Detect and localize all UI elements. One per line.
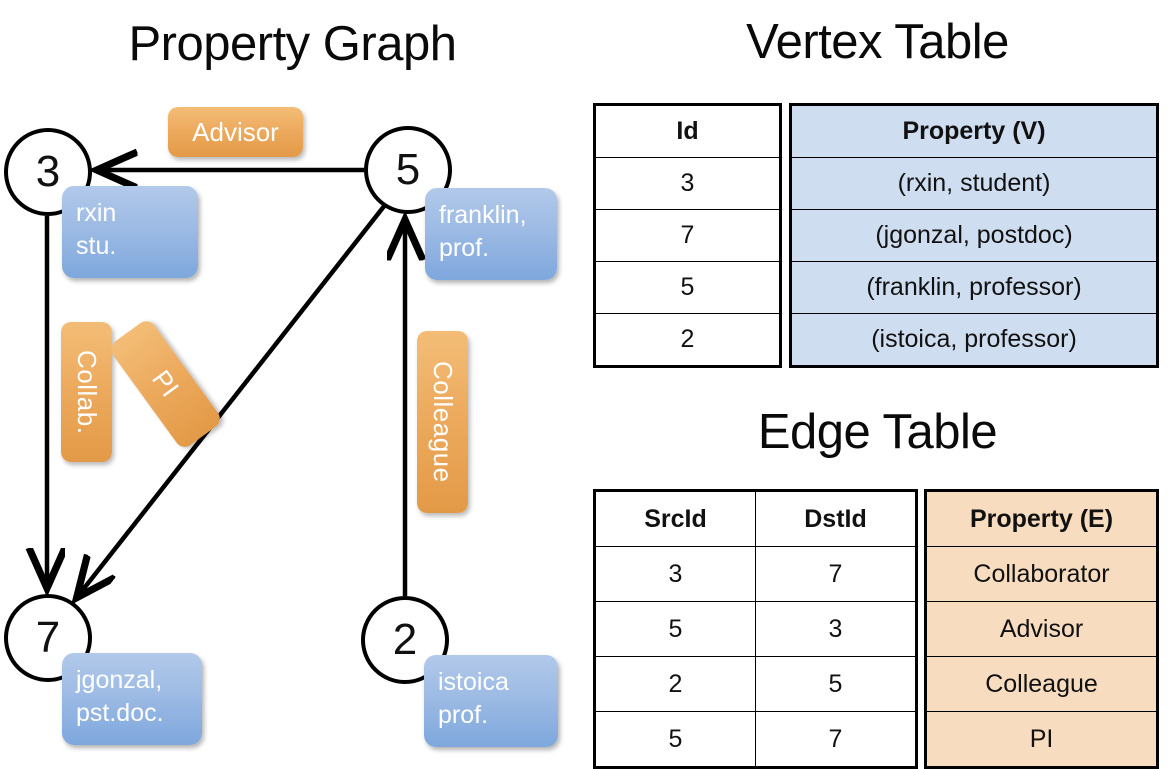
edge-table-header-dstid: DstId bbox=[755, 491, 916, 547]
vertex-table-cell-id-2: 5 bbox=[595, 261, 780, 314]
node-property-box-3-line1: rxin bbox=[76, 199, 117, 227]
node-property-box-5-line2: prof. bbox=[439, 234, 490, 262]
vertex-table-cell-property-0: (rxin, student) bbox=[791, 157, 1157, 210]
edge-table-cell-src-0: 3 bbox=[595, 546, 756, 602]
vertex-table-header-id: Id bbox=[595, 105, 780, 158]
vertex-table-cell-property-1: (jgonzal, postdoc) bbox=[791, 209, 1157, 262]
table-row: (istoica, professor) bbox=[791, 313, 1157, 366]
vertex-table-cell-id-1: 7 bbox=[595, 209, 780, 262]
edge-table-cell-property-0: Collaborator bbox=[926, 546, 1157, 602]
node-property-box-5: franklin, prof. bbox=[425, 188, 557, 280]
graph-node-5-label: 5 bbox=[395, 145, 421, 194]
table-header-row: Property (E) bbox=[926, 491, 1157, 547]
table-row: Colleague bbox=[926, 656, 1157, 712]
node-property-box-7: jgonzal, pst.doc. bbox=[62, 653, 202, 745]
table-row: 7 bbox=[595, 209, 780, 262]
edge-5-to-7 bbox=[78, 203, 387, 596]
edge-label-pi-text: PI bbox=[146, 364, 186, 403]
edge-table-cell-dst-0: 7 bbox=[755, 546, 916, 602]
tables-panel: Vertex Table Edge Table bbox=[585, 0, 1170, 760]
table-row: 3 7 bbox=[595, 546, 916, 602]
edge-table-cell-property-3: PI bbox=[926, 711, 1157, 767]
graph-node-7-label: 7 bbox=[35, 613, 61, 662]
table-row: 3 bbox=[595, 157, 780, 210]
edge-table-cell-property-1: Advisor bbox=[926, 601, 1157, 657]
table-row: (rxin, student) bbox=[791, 157, 1157, 210]
vertex-table-header-property: Property (V) bbox=[791, 105, 1157, 158]
edge-label-collab-text: Collab. bbox=[72, 349, 102, 435]
edge-table-property-column: Property (E) Collaborator Advisor Collea… bbox=[924, 489, 1159, 769]
edge-label-advisor: Advisor bbox=[168, 107, 303, 157]
vertex-table-property-column: Property (V) (rxin, student) (jgonzal, p… bbox=[789, 103, 1159, 368]
vertex-table-id-column: Id 3 7 5 2 bbox=[593, 103, 782, 368]
graph-edges-svg bbox=[0, 0, 585, 760]
table-header-row: Id bbox=[595, 105, 780, 158]
edge-table-cell-dst-1: 3 bbox=[755, 601, 916, 657]
table-row: 5 bbox=[595, 261, 780, 314]
graph-node-2[interactable]: 2 bbox=[361, 596, 449, 684]
edge-label-colleague-text: Colleague bbox=[428, 361, 458, 483]
table-row: (jgonzal, postdoc) bbox=[791, 209, 1157, 262]
edge-table-cell-dst-3: 7 bbox=[755, 711, 916, 767]
node-property-box-2: istoica prof. bbox=[424, 655, 558, 747]
graph-node-3-label: 3 bbox=[35, 147, 61, 196]
node-property-box-3: rxin stu. bbox=[62, 186, 198, 278]
node-property-box-3-line2: stu. bbox=[76, 232, 117, 260]
page-title-vertex-table: Vertex Table bbox=[746, 15, 1009, 69]
vertex-table-cell-id-0: 3 bbox=[595, 157, 780, 210]
table-row: 2 bbox=[595, 313, 780, 366]
edge-label-advisor-text: Advisor bbox=[192, 116, 279, 147]
vertex-table-cell-property-3: (istoica, professor) bbox=[791, 313, 1157, 366]
vertex-table-cell-property-2: (franklin, professor) bbox=[791, 261, 1157, 314]
table-row: Collaborator bbox=[926, 546, 1157, 602]
table-row: 5 3 bbox=[595, 601, 916, 657]
edge-table-header-property: Property (E) bbox=[926, 491, 1157, 547]
table-row: 5 7 bbox=[595, 711, 916, 767]
graph-node-2-label: 2 bbox=[392, 615, 418, 664]
vertex-table-cell-id-3: 2 bbox=[595, 313, 780, 366]
table-row: Advisor bbox=[926, 601, 1157, 657]
table-header-row: Property (V) bbox=[791, 105, 1157, 158]
edge-table-id-columns: SrcId DstId 3 7 5 3 2 5 5 7 bbox=[593, 489, 918, 769]
edge-table-cell-property-2: Colleague bbox=[926, 656, 1157, 712]
page-title-edge-table: Edge Table bbox=[757, 405, 998, 459]
table-header-row: SrcId DstId bbox=[595, 491, 916, 547]
node-property-box-7-line1: jgonzal, bbox=[76, 666, 163, 694]
edge-table-cell-src-3: 5 bbox=[595, 711, 756, 767]
node-property-box-2-line2: prof. bbox=[438, 701, 489, 729]
table-row: 2 5 bbox=[595, 656, 916, 712]
page-title-property-graph: Property Graph bbox=[128, 17, 458, 71]
table-row: PI bbox=[926, 711, 1157, 767]
property-graph-panel: Property Graph Advisor Collab. PI Collea… bbox=[0, 0, 585, 760]
edge-table-cell-src-2: 2 bbox=[595, 656, 756, 712]
edge-label-collab: Collab. bbox=[61, 322, 112, 462]
edge-table-cell-dst-2: 5 bbox=[755, 656, 916, 712]
edge-table-cell-src-1: 5 bbox=[595, 601, 756, 657]
node-property-box-2-line1: istoica bbox=[438, 668, 509, 696]
node-property-box-5-line1: franklin, bbox=[439, 201, 527, 229]
edge-label-colleague: Colleague bbox=[417, 331, 468, 513]
table-row: (franklin, professor) bbox=[791, 261, 1157, 314]
node-property-box-7-line2: pst.doc. bbox=[76, 699, 164, 727]
edge-table-header-srcid: SrcId bbox=[595, 491, 756, 547]
